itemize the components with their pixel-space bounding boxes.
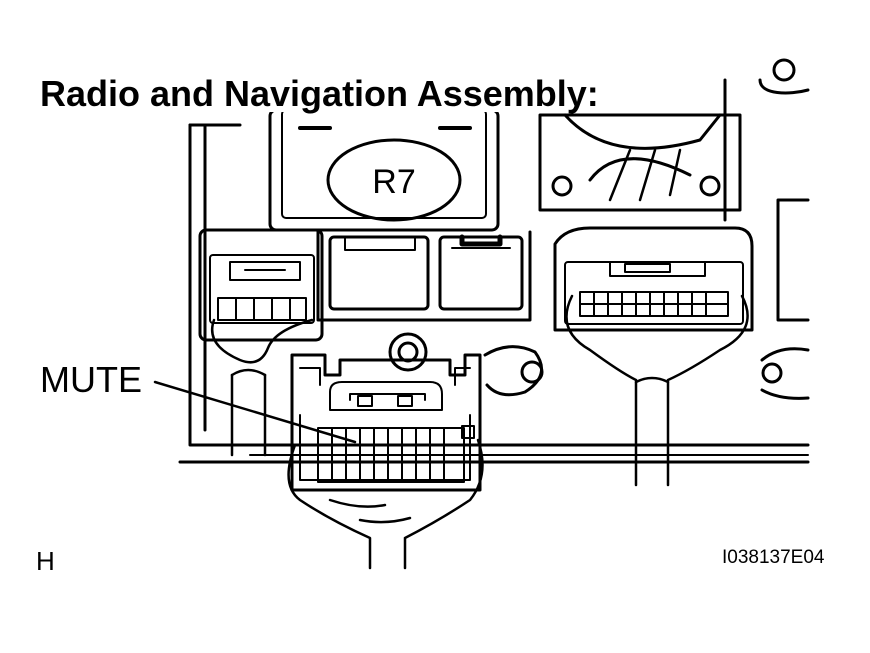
center-sockets (316, 230, 532, 322)
connector-label-oval (326, 138, 462, 222)
wire-harnesses (211, 294, 749, 570)
mute-callout-label: MUTE (40, 359, 142, 400)
connector-label: R7 (372, 163, 415, 201)
r7-connector-housing: R7 (268, 108, 500, 232)
mounting-tabs (388, 332, 810, 400)
mute-leader-line (153, 380, 357, 444)
diagram-title: Radio and Navigation Assembly: (40, 76, 603, 112)
right-connector (553, 198, 810, 332)
view-letter: H (36, 546, 55, 576)
figure-id: I038137E04 (722, 547, 825, 568)
cooling-fan (538, 58, 796, 212)
left-connector (198, 228, 324, 342)
mute-connector (290, 353, 482, 492)
